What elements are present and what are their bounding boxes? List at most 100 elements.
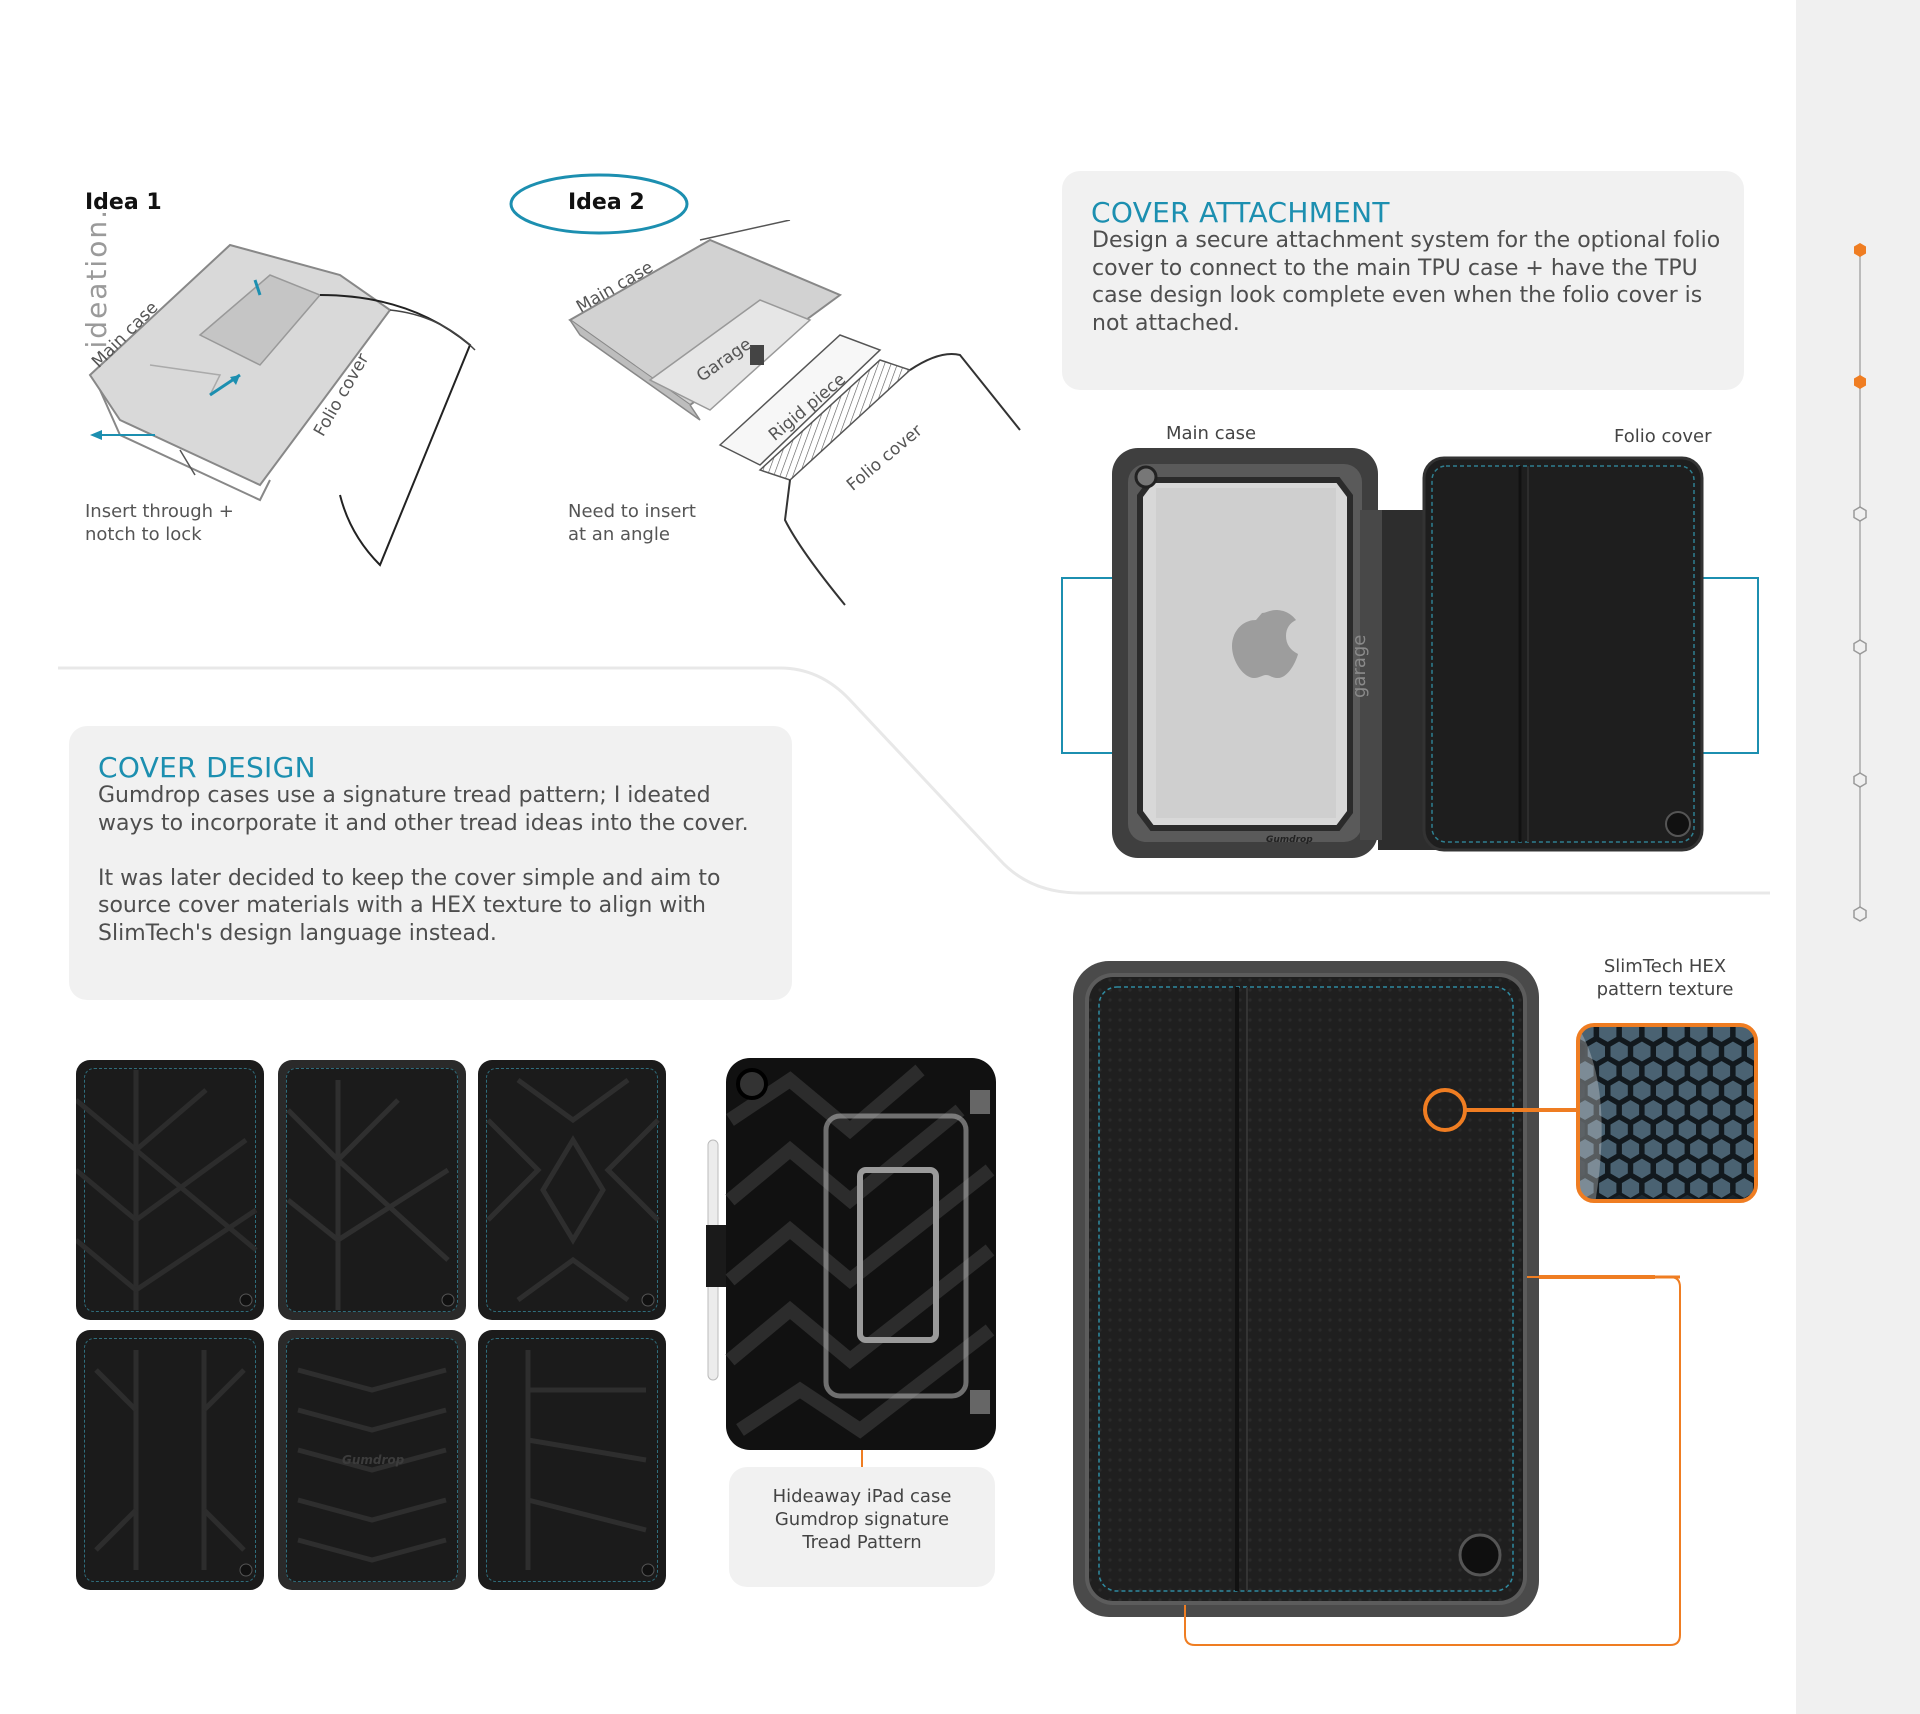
hex-cell [1721, 1077, 1745, 1104]
hex-cell [1653, 1116, 1677, 1143]
timeline-node-2 [1854, 375, 1866, 389]
hex-cell [1607, 1038, 1631, 1065]
hex-cell [1698, 1116, 1722, 1143]
hex-cell [1721, 1116, 1745, 1143]
tread-tile-1 [76, 1060, 264, 1320]
hex-cell [1584, 1155, 1608, 1182]
hex-cell [1641, 1057, 1665, 1085]
hex-cell [1687, 1174, 1711, 1201]
hex-cell [1653, 1155, 1677, 1182]
cover-design-line-5: source cover materials with a HEX textur… [98, 893, 706, 918]
cover-attachment-line-1: Design a secure attachment system for th… [1092, 228, 1721, 253]
progress-timeline [1853, 243, 1867, 922]
hex-caption-line-2: pattern texture [1596, 979, 1734, 1000]
hex-cover-render [1073, 961, 1681, 1646]
attachment-brand: Gumdrop [1266, 835, 1313, 845]
cover-attachment-text: Design a secure attachment system for th… [1092, 227, 1720, 337]
cover-attachment-line-3: case design look complete even when the … [1092, 283, 1703, 308]
idea-1-sketch [88, 243, 476, 567]
timeline-node-6 [1853, 906, 1867, 922]
tread-tile-3 [478, 1060, 666, 1320]
cover-design-line-4: It was later decided to keep the cover s… [98, 865, 721, 891]
hex-cover-logo-icon [1458, 1533, 1502, 1577]
cover-attachment-line-4: not attached. [1092, 310, 1240, 336]
hex-cell [1641, 1174, 1665, 1201]
hideaway-caption-line-2: Gumdrop signature [774, 1509, 950, 1530]
hex-cell [1630, 1116, 1654, 1143]
hex-cell [1675, 1077, 1699, 1104]
cover-design-line-6: SlimTech's design language instead. [98, 920, 497, 946]
cover-design-title: COVER DESIGN [98, 751, 316, 784]
hex-cell [1709, 1174, 1734, 1201]
tread-tile-5: Gumdrop [278, 1330, 466, 1590]
hex-cell [1675, 1155, 1699, 1182]
idea-1-label: Idea 1 [85, 190, 162, 215]
hex-cell [1698, 1038, 1722, 1065]
hex-cell [1664, 1057, 1688, 1085]
cover-attachment-title: COVER ATTACHMENT [1091, 196, 1390, 229]
idea-2-highlight-ellipse [509, 173, 689, 235]
hex-cell [1618, 1057, 1643, 1085]
hex-cell [1732, 1135, 1756, 1163]
hex-cell [1732, 1057, 1756, 1085]
tread-tile-6 [478, 1330, 666, 1590]
cover-design-text: Gumdrop cases use a signature tread patt… [98, 782, 749, 947]
cover-attachment-card [1062, 171, 1744, 390]
cover-design-line-1: Gumdrop cases use a signature tread patt… [98, 783, 711, 808]
cover-design-line-3 [98, 837, 749, 865]
sidebar: ideation. [80, 0, 1920, 1714]
hex-cell [1721, 1155, 1745, 1182]
hex-cell [1584, 1116, 1608, 1143]
idea-2-note-line-2: at an angle [568, 524, 670, 545]
hex-cell [1664, 1174, 1688, 1201]
attachment-garage-text: garage [1349, 635, 1370, 698]
hex-texture-zoom [1576, 1023, 1758, 1203]
idea-2-note: Need to insert at an angle [568, 500, 696, 546]
hex-cell [1630, 1155, 1654, 1182]
hex-cell [1653, 1077, 1677, 1104]
idea-2-label: Idea 2 [568, 190, 645, 215]
hex-cell [1653, 1038, 1677, 1065]
hex-cell [1687, 1135, 1711, 1163]
hex-cell [1709, 1135, 1734, 1163]
hex-cell [1607, 1155, 1631, 1182]
hex-cell [1709, 1057, 1734, 1085]
hex-cell [1698, 1077, 1722, 1104]
tread-tile-4 [76, 1330, 264, 1590]
hex-cell [1687, 1057, 1711, 1085]
cover-design-card [69, 726, 792, 1000]
hex-cell [1596, 1096, 1620, 1124]
tile-brand: Gumdrop [342, 1453, 405, 1467]
tread-tile-2 [278, 1060, 466, 1320]
hex-cell [1584, 1038, 1608, 1065]
hideaway-case-render [706, 1058, 996, 1480]
hideaway-caption-line-3: Tread Pattern [802, 1532, 922, 1553]
hex-cell [1630, 1038, 1654, 1065]
hex-caption: SlimTech HEX pattern texture [1590, 955, 1740, 1001]
attachment-render: Gumdrop garage [1061, 448, 1759, 858]
idea-1-note-line-2: notch to lock [85, 524, 202, 545]
hex-cell [1596, 1057, 1620, 1085]
idea-1-note-line-1: Insert through + [85, 501, 234, 522]
hex-cell [1618, 1135, 1643, 1163]
hex-cell [1641, 1135, 1665, 1163]
hex-cell [1630, 1077, 1654, 1104]
hex-cell [1687, 1096, 1711, 1124]
timeline-node-4 [1853, 639, 1867, 655]
hex-cell [1607, 1116, 1631, 1143]
attachment-main-case-label: Main case [1166, 423, 1257, 444]
hex-cell [1732, 1096, 1756, 1124]
hex-cell [1618, 1096, 1643, 1124]
hex-cell [1698, 1155, 1722, 1182]
section-divider [58, 666, 1770, 895]
hex-cell [1641, 1096, 1665, 1124]
hex-cell [1675, 1038, 1699, 1065]
hex-cell [1675, 1116, 1699, 1143]
idea-2-note-line-1: Need to insert [568, 501, 696, 522]
timeline-node-5 [1853, 772, 1867, 788]
hex-cell [1596, 1174, 1620, 1201]
timeline-node-3 [1853, 506, 1867, 522]
hex-cell [1709, 1096, 1734, 1124]
hex-cell [1584, 1077, 1608, 1104]
hex-cell [1618, 1174, 1643, 1201]
